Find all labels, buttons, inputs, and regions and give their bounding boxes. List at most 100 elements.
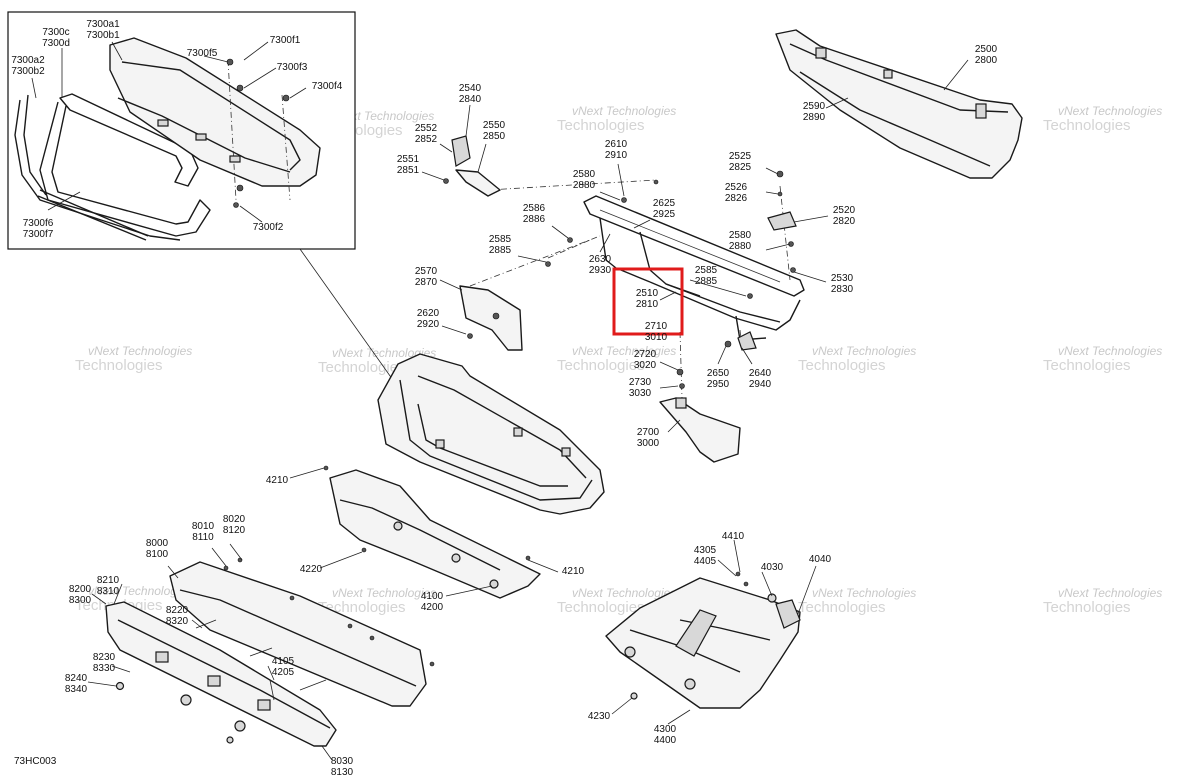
svg-text:4040: 4040: [809, 554, 832, 565]
svg-text:Technologies: Technologies: [1043, 357, 1131, 374]
svg-text:Technologies: Technologies: [75, 357, 163, 374]
callout: 4210: [562, 566, 585, 577]
svg-text:Technologies: Technologies: [1043, 599, 1131, 616]
bracket: [659, 397, 741, 463]
svg-text:7300f1: 7300f1: [270, 35, 301, 46]
svg-text:vNext Technologies: vNext Technologies: [332, 346, 436, 360]
callout: 7300f5: [187, 48, 218, 59]
callout: 4230: [588, 711, 611, 722]
callout: 7300f1: [270, 35, 301, 46]
svg-text:Technologies: Technologies: [318, 359, 406, 376]
svg-text:vNext Technologies: vNext Technologies: [332, 586, 436, 600]
svg-text:Technologies: Technologies: [798, 357, 886, 374]
svg-text:4230: 4230: [588, 711, 611, 722]
door-frame-assembly: [443, 135, 805, 399]
door-panel: [775, 29, 1023, 179]
svg-text:7300f5: 7300f5: [187, 48, 218, 59]
svg-text:Technologies: Technologies: [1043, 117, 1131, 134]
front-skid: [605, 571, 801, 709]
watermark: vNext Technologies Technologies: [798, 344, 916, 374]
watermark: vNext Technologies Technologies: [1043, 586, 1162, 616]
watermark: vNext Technologies Technologies: [1043, 104, 1162, 134]
svg-text:vNext Technologies: vNext Technologies: [1058, 586, 1162, 600]
svg-text:4030: 4030: [761, 562, 784, 573]
svg-text:vNext Technologies: vNext Technologies: [572, 586, 676, 600]
svg-text:vNext Technologies: vNext Technologies: [812, 344, 916, 358]
svg-text:7300f3: 7300f3: [277, 62, 308, 73]
callout: 4220: [300, 564, 323, 575]
svg-text:vNext Technologies: vNext Technologies: [572, 344, 676, 358]
callout: 4030: [761, 562, 784, 573]
callout: 4410: [722, 531, 745, 542]
rocker-panel: [169, 557, 435, 707]
svg-text:Technologies: Technologies: [798, 599, 886, 616]
watermark: vNext Technologies Technologies: [318, 586, 436, 616]
svg-text:vNext Technologies: vNext Technologies: [1058, 104, 1162, 118]
bracket: [459, 285, 523, 351]
callout: 4040: [809, 554, 832, 565]
watermark: vNext Technologies Technologies: [557, 586, 676, 616]
svg-text:4210: 4210: [562, 566, 585, 577]
svg-text:Technologies: Technologies: [557, 117, 645, 134]
callout: 7300f4: [312, 81, 343, 92]
diagram-code: 73HC003: [14, 756, 57, 767]
svg-text:4220: 4220: [300, 564, 323, 575]
svg-text:Technologies: Technologies: [557, 599, 645, 616]
